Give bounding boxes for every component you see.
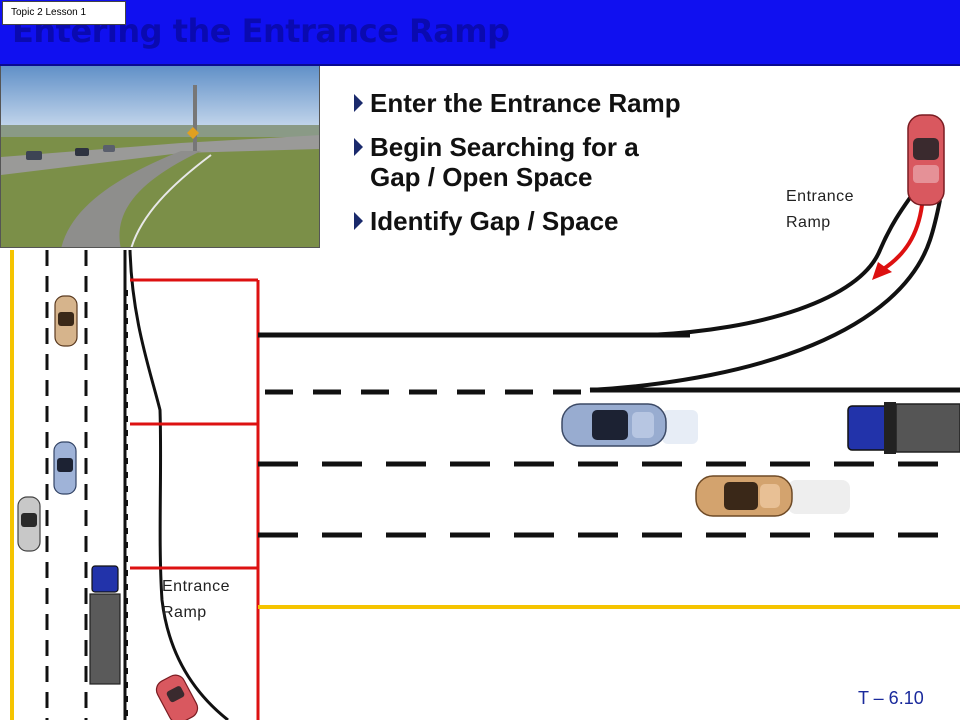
car-blue-highway bbox=[561, 403, 698, 447]
bullet-marker-icon bbox=[354, 212, 363, 230]
bullet-item: Enter the Entrance Ramp bbox=[352, 88, 772, 118]
car-red-ramp bbox=[907, 114, 945, 206]
car-tan-left bbox=[54, 295, 78, 347]
bullet-marker-icon bbox=[354, 138, 363, 156]
arrow-head-icon bbox=[872, 262, 892, 280]
bullet-text: Enter the Entrance Ramp bbox=[370, 88, 681, 118]
left-ramp-curve bbox=[128, 249, 229, 720]
car-blue-left bbox=[53, 441, 77, 495]
truck-right bbox=[847, 402, 960, 454]
bullet-item: Begin Searching for a Gap / Open Space bbox=[352, 132, 772, 192]
truck-left bbox=[89, 565, 121, 685]
car-tan-highway bbox=[695, 475, 850, 517]
title-bar: Entering the Entrance Ramp bbox=[0, 0, 960, 66]
bullet-item: Identify Gap / Space bbox=[352, 206, 772, 236]
bullet-text: Identify Gap / Space bbox=[370, 206, 619, 236]
curved-arrow-icon bbox=[880, 204, 924, 272]
entrance-ramp-label-left: Entrance Ramp bbox=[162, 578, 231, 621]
right-ramp-curve-outer bbox=[649, 193, 914, 337]
entrance-ramp-photo bbox=[0, 64, 320, 248]
car-silver-left bbox=[17, 496, 41, 552]
bullet-list: Enter the Entrance Ramp Begin Searching … bbox=[352, 88, 772, 250]
bullet-marker-icon bbox=[354, 94, 363, 112]
lesson-tag: Topic 2 Lesson 1 bbox=[2, 1, 126, 25]
right-ramp-curve-inner bbox=[589, 199, 942, 392]
entrance-ramp-label-right: Entrance Ramp bbox=[786, 188, 855, 231]
entrance-ramp-photo-image bbox=[1, 65, 319, 247]
slide-number: T – 6.10 bbox=[858, 688, 924, 708]
car-red-left-ramp bbox=[155, 674, 199, 720]
bullet-text: Begin Searching for a Gap / Open Space bbox=[370, 132, 639, 192]
